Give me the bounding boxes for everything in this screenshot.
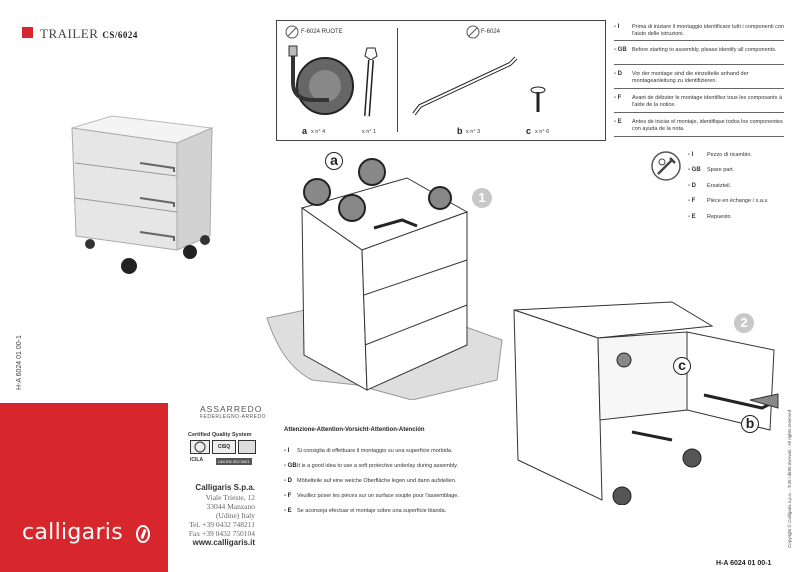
divider [614, 88, 784, 89]
cisq-logo: CISQ [212, 440, 236, 454]
spare-text-d: Ersatzteil. [707, 183, 732, 189]
quality-mark-icon [194, 441, 206, 453]
spare-part-icon [466, 25, 480, 39]
part-a-label: a [302, 126, 308, 136]
part-b-quantity: x n° 3 [466, 129, 481, 135]
identify-text-gb: Before starting to assembly, please iden… [632, 47, 777, 53]
identify-lang-f: - F [614, 95, 622, 101]
icila-logo: ICILA [190, 457, 204, 463]
company-phone: Tel. +39 0432 748211 [189, 520, 255, 529]
spare-text-e: Repuesto [707, 214, 731, 220]
wrench-quantity: x n° 1 [362, 129, 377, 135]
identify-lang-i: - I [614, 24, 620, 30]
product-code: CS/6024 [102, 30, 138, 40]
company-address-line3: (Udine) Italy [216, 511, 255, 520]
brand-panel [0, 403, 168, 572]
part-b-label: b [457, 126, 463, 136]
attention-lang-d: - D [284, 478, 292, 484]
parts-handle-screw-drawing [412, 56, 546, 116]
identify-lang-d: - D [614, 71, 622, 77]
product-name: TRAILER [40, 26, 99, 41]
attention-text-gb: It is a good idea to use a soft protecti… [297, 463, 459, 469]
company-address-line1: Viale Trieste, 12 [205, 493, 255, 502]
step-2-number: 2 [734, 313, 754, 333]
parts-divider [397, 28, 398, 132]
brand-square [22, 27, 33, 38]
spare-lang-f: - F [688, 198, 696, 204]
identify-text-i: Prima di iniziare il montaggio identific… [632, 24, 784, 37]
spare-part-legend-icon [651, 151, 681, 181]
document-code: H-A 6024 01 00-1 [716, 560, 772, 567]
parts-wheel-wrench-drawing [288, 45, 378, 117]
cert-logo-3 [238, 440, 256, 454]
identify-text-d: Vor der montage sind die einzelteile anh… [632, 71, 749, 84]
part-a-quantity: x n° 4 [311, 129, 326, 135]
spare-lang-i: - I [688, 152, 694, 158]
parts-list-box [276, 20, 606, 141]
attention-text-e: Se aconseja efectuar el montaje sobre un… [297, 508, 447, 514]
divider [614, 40, 784, 41]
company-address-line2: 33044 Manzano [206, 502, 255, 511]
divider [614, 64, 784, 65]
product-photo [71, 115, 214, 274]
part-c-label: c [526, 126, 532, 136]
cert-logo-1 [190, 440, 210, 454]
attention-text-i: Si consiglia di effettuare il montaggio … [297, 448, 453, 454]
attention-text-d: Möbelteile auf eine weiche Oberfläche le… [297, 478, 457, 484]
callout-b: b [741, 415, 759, 433]
spare-text-gb: Spare part. [707, 167, 735, 173]
step1-illustration [266, 158, 503, 400]
spare-lang-gb: - GB [688, 167, 701, 173]
spare-text-i: Pezzo di ricambio. [707, 152, 752, 158]
step2-illustration [513, 301, 779, 505]
brand-logo-icon [136, 525, 150, 543]
callout-a: a [325, 152, 343, 170]
spare-text-f: Pièce en échange / s.a.v. [707, 198, 769, 204]
spare-lang-d: - D [688, 183, 696, 189]
callout-c: c [673, 357, 691, 375]
part-c-quantity: x n° 6 [535, 129, 550, 135]
attention-lang-e: - E [284, 508, 292, 514]
copyright-notice: Copyright © Calligaris s.p.a. - Tutti i … [787, 409, 792, 548]
spare-part-icon [285, 25, 299, 39]
certified-quality-label: Certified Quality System [188, 432, 252, 438]
identify-lang-gb: - GB [614, 47, 627, 53]
attention-text-f: Veuillez poser les pièces sur un surface… [297, 493, 459, 499]
spare-lang-e: - E [688, 214, 696, 220]
company-name: Calligaris S.p.a. [195, 483, 255, 492]
step-1-number: 1 [472, 188, 492, 208]
main-part-code: F-6024 [481, 29, 501, 35]
attention-lang-gb: - GB [284, 463, 297, 469]
divider [614, 136, 784, 137]
iso-logo: UNI EN ISO 9001 [216, 458, 252, 465]
assarredo-logo: ASSARREDO FEDERLEGNO-ARREDO [200, 404, 267, 420]
brand-logo: calligaris [22, 520, 123, 545]
side-document-code: H-A 6024 01 00-1 [16, 335, 23, 390]
attention-lang-i: - I [284, 448, 290, 454]
company-website: www.calligaris.it [192, 538, 255, 547]
identify-text-e: Antes de iniciar el montaje, identifique… [632, 119, 783, 132]
identify-lang-e: - E [614, 119, 622, 125]
attention-lang-f: - F [284, 493, 292, 499]
wheels-part-code: F-6024 RUOTE [301, 29, 343, 35]
company-fax: Fax +39 0432 750104 [188, 529, 255, 538]
identify-text-f: Avant de débuter le montage identifiez t… [632, 95, 783, 108]
attention-title: Attenzione-Attention-Vorsicht-Attention-… [284, 427, 425, 433]
divider [614, 112, 784, 113]
